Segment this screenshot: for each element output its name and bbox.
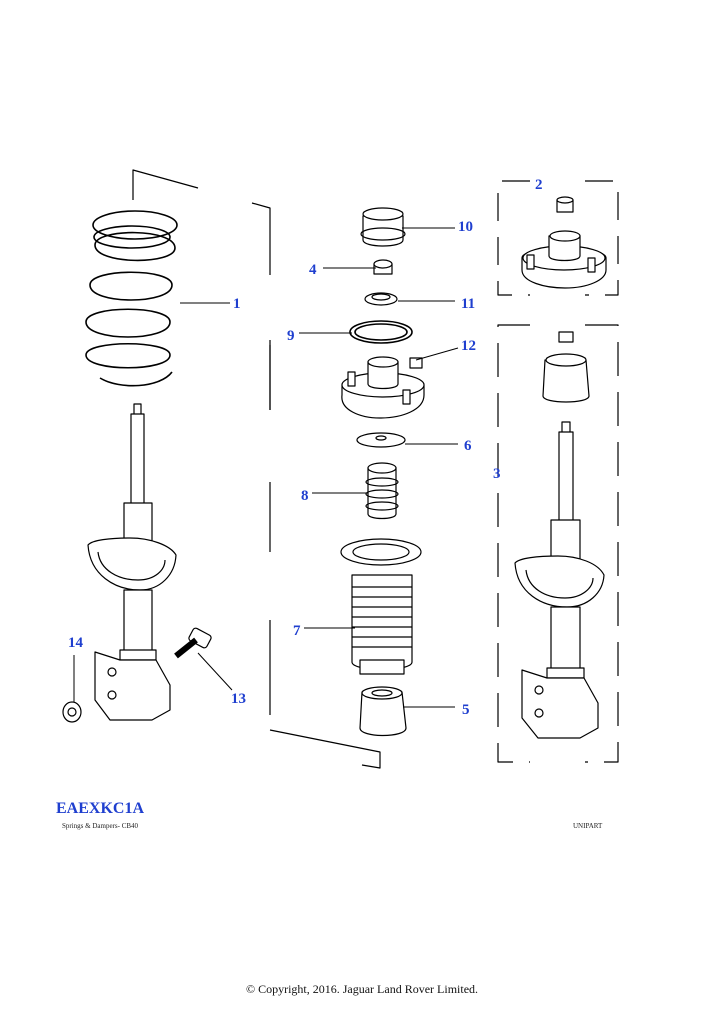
diagram-code: EAEXKC1A	[56, 800, 145, 817]
callout-6: 6	[464, 438, 472, 454]
mount-insulator	[359, 686, 407, 737]
callout-5: 5	[462, 702, 470, 718]
callout-14: 14	[68, 635, 83, 651]
callout-3: 3	[493, 466, 501, 482]
callout-13: 13	[231, 691, 246, 707]
caption-right: UNIPART	[573, 822, 603, 830]
callout-4: 4	[309, 262, 317, 278]
bracket-assembly-center	[269, 345, 381, 769]
bolt	[174, 627, 212, 659]
caption-left: Springs & Dampers- CB40	[62, 822, 139, 830]
bracket-top-right	[497, 180, 619, 296]
callout-2: 2	[535, 177, 543, 193]
bump-cap	[360, 207, 406, 247]
strut-right	[514, 331, 605, 739]
callout-12: 12	[461, 338, 476, 354]
copyright: © Copyright, 2016. Jaguar Land Rover Lim…	[245, 982, 479, 996]
top-mount-center	[341, 356, 425, 419]
leader-lines	[73, 227, 459, 708]
washer-6	[356, 432, 406, 448]
nut-4	[373, 259, 393, 275]
bracket-assembly-left	[132, 169, 271, 410]
callout-8: 8	[301, 488, 309, 504]
bump-stop	[365, 462, 399, 520]
strut-left	[87, 403, 177, 721]
ring-seal	[349, 320, 413, 344]
top-mount-right	[521, 196, 607, 289]
coil-spring	[85, 210, 178, 387]
dust-boot	[340, 538, 422, 675]
bracket-strut-right	[497, 324, 619, 763]
callout-11: 11	[461, 296, 476, 312]
callout-1: 1	[233, 296, 241, 312]
washer-11	[364, 292, 398, 306]
callout-10: 10	[458, 219, 473, 235]
callout-9: 9	[287, 328, 295, 344]
nut	[62, 701, 82, 723]
callout-7: 7	[293, 623, 301, 639]
